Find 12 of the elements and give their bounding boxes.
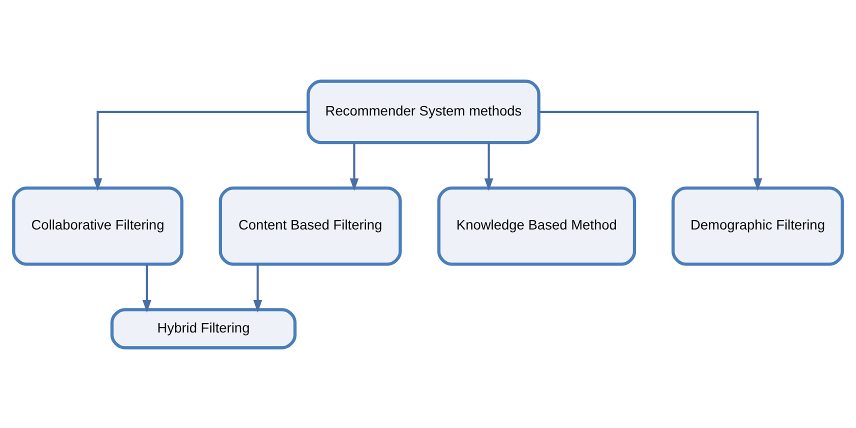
node-box: Knowledge Based Method [437,186,636,266]
node-box: Demographic Filtering [672,186,844,266]
arrow [93,110,308,190]
node-box: Collaborative Filtering [12,186,184,266]
node-box: Hybrid Filtering [110,308,297,349]
arrow [142,264,152,312]
arrow [350,142,359,191]
arrow [539,110,762,190]
node-box: Content Based Filtering [218,186,402,266]
arrow [484,142,494,191]
arrow [253,264,262,312]
node-box: Recommender System methods [306,79,540,144]
